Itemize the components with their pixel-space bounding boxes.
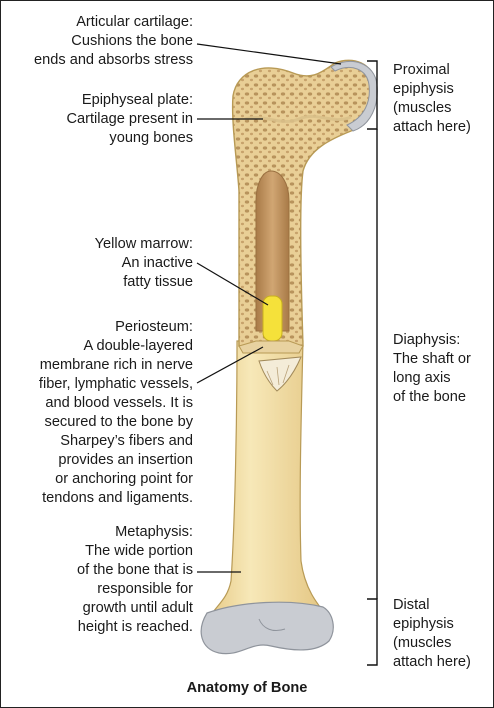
- region-brackets: [367, 60, 378, 666]
- label-yellow-marrow: Yellow marrow: An inactive fatty tissue: [94, 236, 193, 290]
- figure-caption: Anatomy of Bone: [186, 680, 308, 696]
- label-distal-epiphysis: Distal epiphysis (muscles attach here): [393, 597, 471, 670]
- medullary-cavity: [255, 170, 290, 332]
- diaphysis-lower: [205, 340, 333, 622]
- articular-cartilage: [330, 60, 378, 132]
- leader-periosteum: [196, 346, 264, 384]
- leader-yellow-marrow: [196, 262, 269, 306]
- label-proximal-epiphysis: Proximal epiphysis (muscles attach here): [393, 62, 471, 135]
- proximal-cutaway: [231, 59, 377, 347]
- leader-lines: [196, 43, 342, 573]
- label-periosteum: Periosteum: A double-layered membrane ri…: [38, 319, 193, 506]
- epiphyseal-plate-line: [244, 114, 352, 124]
- yellow-marrow: [262, 295, 283, 342]
- label-articular-cartilage: Articular cartilage: Cushions the bone e…: [34, 14, 193, 68]
- label-metaphysis: Metaphysis: The wide portion of the bone…: [76, 524, 193, 635]
- bracket-distal: [367, 598, 378, 666]
- bracket-proximal: [367, 60, 378, 130]
- distal-condyle-groove: [258, 618, 286, 632]
- periosteum-flap: [258, 356, 302, 392]
- compact-bone-cut: [238, 340, 304, 354]
- label-diaphysis: Diaphysis: The shaft or long axis of the…: [393, 332, 471, 405]
- label-epiphyseal-plate: Epiphyseal plate: Cartilage present in y…: [66, 92, 193, 146]
- leader-articular: [196, 43, 342, 65]
